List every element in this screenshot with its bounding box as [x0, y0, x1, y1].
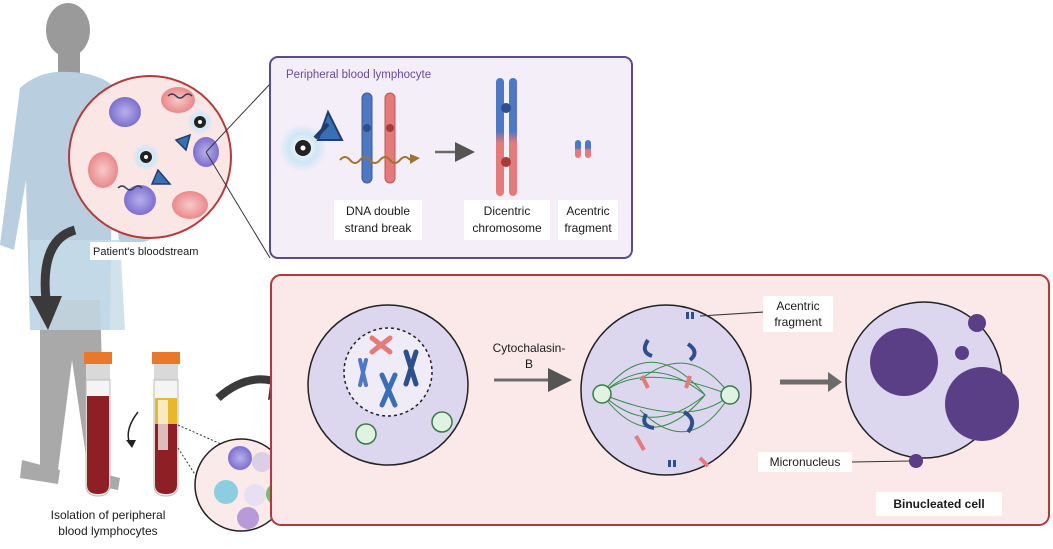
radiation-icon — [295, 140, 311, 156]
acentric-top-label-1: Acentric — [566, 204, 609, 218]
radiation-icon — [140, 151, 152, 163]
peripheral-blood-panel: Peripheral blood lymphocyte DNA — [269, 56, 633, 259]
radiation-icon — [194, 116, 206, 128]
blood-tube — [84, 352, 112, 497]
micronucleus-assay-panel: Cytochalasin- B — [270, 274, 1050, 526]
red-blood-cell — [161, 87, 195, 113]
bloodstream-magnified-circle — [68, 75, 232, 239]
acentric-bottom-label-1: Acentric — [776, 299, 819, 313]
curved-arrow — [40, 225, 77, 301]
binucleated-label: Binucleated cell — [893, 497, 984, 511]
spindle-pole — [720, 385, 740, 405]
main-nucleus — [870, 328, 938, 396]
centrosome — [431, 411, 453, 433]
red-blood-cell — [172, 191, 208, 219]
platelet-cell — [252, 452, 272, 472]
isolation-label-1: Isolation of peripheral — [51, 508, 166, 522]
micronucleus-label: Micronucleus — [770, 455, 841, 469]
granulocyte-cell — [237, 507, 259, 529]
cytochalasin-label-1: Cytochalasin- — [493, 341, 566, 355]
micronucleus — [968, 314, 986, 332]
dicentric-label-2: chromosome — [472, 221, 542, 235]
cytochalasin-label-2: B — [525, 357, 533, 371]
lymphocyte-nucleus-cell — [307, 304, 469, 466]
dna-break-label-1: DNA double — [346, 204, 410, 218]
red-blood-cell — [88, 152, 118, 188]
dividing-cell — [580, 304, 752, 476]
dicentric-label-1: Dicentric — [484, 204, 531, 218]
acentric-fragment — [575, 140, 591, 158]
spindle-pole — [592, 384, 612, 404]
dna-break-label-2: strand break — [345, 221, 413, 235]
peripheral-title: Peripheral blood lymphocyte — [286, 69, 431, 81]
lymphocyte-cell — [109, 97, 141, 127]
micronucleus — [909, 454, 923, 468]
main-nucleus — [945, 367, 1019, 441]
acentric-bottom-label-2: fragment — [774, 315, 822, 329]
binucleated-cell — [845, 301, 1019, 468]
lymphocyte-cell — [228, 446, 252, 470]
patient-bloodstream-label: Patient's bloodstream — [93, 246, 198, 258]
acentric-top-label-2: fragment — [564, 221, 612, 235]
isolation-label-2: blood lymphocytes — [58, 524, 157, 538]
micronucleus — [955, 346, 969, 360]
lymphocyte-cell — [124, 185, 156, 215]
dicentric-chromosome — [496, 78, 517, 196]
separated-blood-tube — [152, 352, 180, 497]
centrosome — [355, 423, 377, 445]
lymphocyte-cell — [214, 480, 238, 504]
lymphocyte-cell — [244, 484, 266, 506]
